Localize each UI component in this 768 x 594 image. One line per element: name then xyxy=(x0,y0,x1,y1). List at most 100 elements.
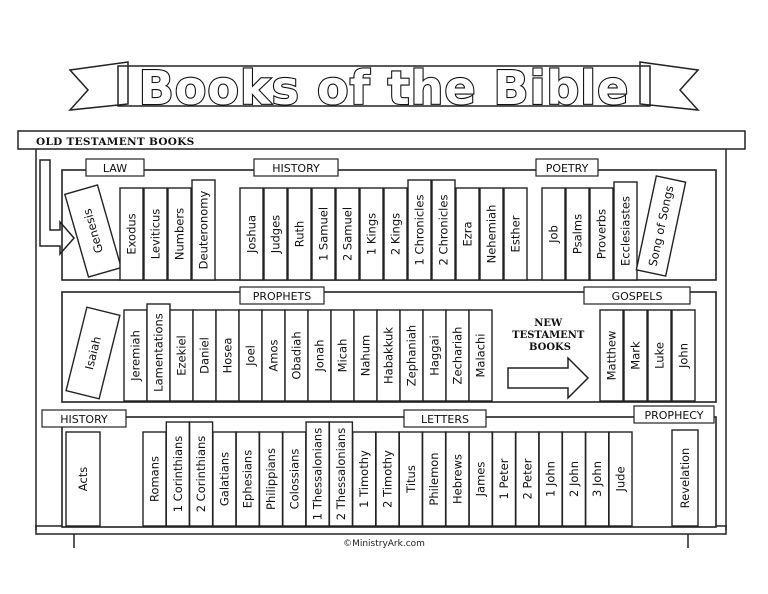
book-jeremiah: Jeremiah xyxy=(123,309,148,402)
start-arrow-icon xyxy=(39,159,75,256)
book-2-samuel: 2 Samuel xyxy=(335,187,360,281)
book-title: 1 Chronicles xyxy=(413,195,427,266)
book-title: Judges xyxy=(269,215,283,254)
book-spine xyxy=(191,179,216,281)
tag-box xyxy=(403,409,487,428)
book-titus: Titus xyxy=(398,431,423,527)
book-title: Jonah xyxy=(313,339,327,372)
book-title: 1 Kings xyxy=(365,213,379,255)
tag-box xyxy=(239,286,325,305)
book-1-chronicles: 1 Chronicles xyxy=(407,179,432,281)
book-title: Ruth xyxy=(293,221,307,248)
new-testament-line-2: TESTAMENT xyxy=(512,330,585,341)
book-spine xyxy=(119,187,144,281)
book-title: Titus xyxy=(404,465,418,494)
book-spine xyxy=(167,187,192,281)
book-title: Micah xyxy=(336,339,350,373)
book-spine xyxy=(565,187,590,281)
book-habakkuk: Habakkuk xyxy=(376,309,401,402)
book-ezekiel: Ezekiel xyxy=(169,309,194,402)
book-2-chronicles: 2 Chronicles xyxy=(431,179,456,281)
book-obadiah: Obadiah xyxy=(284,309,309,402)
book-nahum: Nahum xyxy=(353,309,378,402)
tag-box xyxy=(633,405,715,424)
old-testament-bar xyxy=(17,130,746,150)
tag-history-nt: HISTORY xyxy=(41,409,127,428)
book-esther: Esther xyxy=(503,187,528,281)
book-title: Proverbs xyxy=(595,209,609,259)
book-philippians: Philippians xyxy=(258,431,284,527)
book-title: Ezekiel xyxy=(175,335,189,376)
book-title: Philippians xyxy=(264,448,278,510)
tag-box xyxy=(535,158,599,177)
book-isaiah: Isaiah xyxy=(65,306,121,400)
book-2-kings: 2 Kings xyxy=(383,187,408,281)
book-title: 2 Thessalonians xyxy=(334,428,348,520)
book-spine xyxy=(65,306,121,400)
book-2-john: 2 John xyxy=(561,431,587,527)
book-jonah: Jonah xyxy=(307,309,332,402)
book-haggai: Haggai xyxy=(422,309,447,402)
book-title: Hebrews xyxy=(450,454,464,504)
book-title: Galatians xyxy=(217,452,231,506)
book-hosea: Hosea xyxy=(215,309,240,402)
book-jude: Jude xyxy=(608,431,633,527)
credit-text: ©MinistryArk.com xyxy=(343,539,425,549)
book-title: 1 Timothy xyxy=(357,450,371,508)
book-john: John xyxy=(671,309,696,402)
tag-label: HISTORY xyxy=(60,413,108,426)
book-james: James xyxy=(468,431,493,527)
book-spine xyxy=(503,187,528,281)
book-2-thessalonians: 2 Thessalonians xyxy=(328,421,354,527)
book-spine xyxy=(431,179,456,281)
book-title: Leviticus xyxy=(149,209,163,260)
book-1-samuel: 1 Samuel xyxy=(311,187,336,281)
book-spine xyxy=(383,187,408,281)
book-title: James xyxy=(474,462,488,498)
old-testament-label: OLD TESTAMENT BOOKS xyxy=(36,136,195,148)
book-1-corinthians: 1 Corinthians xyxy=(165,421,191,527)
book-joel: Joel xyxy=(238,309,263,402)
banner-left-ribbon xyxy=(68,61,129,111)
book-title: Revelation xyxy=(678,448,692,509)
book-title: Numbers xyxy=(173,208,187,260)
book-1-kings: 1 Kings xyxy=(359,187,384,281)
book-spine xyxy=(623,309,648,402)
book-title: Nehemiah xyxy=(485,205,499,264)
book-nehemiah: Nehemiah xyxy=(479,187,504,281)
book-spine xyxy=(287,187,312,281)
tag-label: HISTORY xyxy=(272,162,320,175)
title-banner: Books of the Bible xyxy=(68,60,700,116)
book-spine xyxy=(647,309,672,402)
book-title: 2 Peter xyxy=(520,458,534,499)
book-3-john: 3 John xyxy=(585,431,610,527)
tag-label: LAW xyxy=(103,162,127,175)
tag-law: LAW xyxy=(85,158,145,177)
tag-box xyxy=(583,286,691,305)
book-title: Deuteronomy xyxy=(197,190,211,269)
book-1-thessalonians: 1 Thessalonians xyxy=(305,421,330,527)
book-title: Ezra xyxy=(461,221,475,246)
tag-gospels: GOSPELS xyxy=(583,286,691,305)
book-title: 2 John xyxy=(567,461,581,497)
book-title: Zephaniah xyxy=(405,325,419,386)
book-title: Zechariah xyxy=(451,327,465,385)
book-title: 1 Thessalonians xyxy=(311,428,325,520)
book-title: Romans xyxy=(148,456,162,502)
book-title: 2 Kings xyxy=(389,213,403,255)
book-ephesians: Ephesians xyxy=(235,431,260,527)
tag-label: PROPHETS xyxy=(253,290,312,303)
book-spine xyxy=(541,187,566,281)
book-title: Exodus xyxy=(125,213,139,254)
book-title: Jude xyxy=(614,466,628,492)
book-title: Esther xyxy=(509,215,523,252)
book-spine xyxy=(599,309,624,402)
book-title: 2 Timothy xyxy=(381,450,395,508)
book-title: 1 Samuel xyxy=(317,207,331,261)
tag-letters: LETTERS xyxy=(403,409,487,428)
book-deuteronomy: Deuteronomy xyxy=(191,179,216,281)
book-title: Philemon xyxy=(427,452,441,505)
book-2-corinthians: 2 Corinthians xyxy=(188,421,214,527)
